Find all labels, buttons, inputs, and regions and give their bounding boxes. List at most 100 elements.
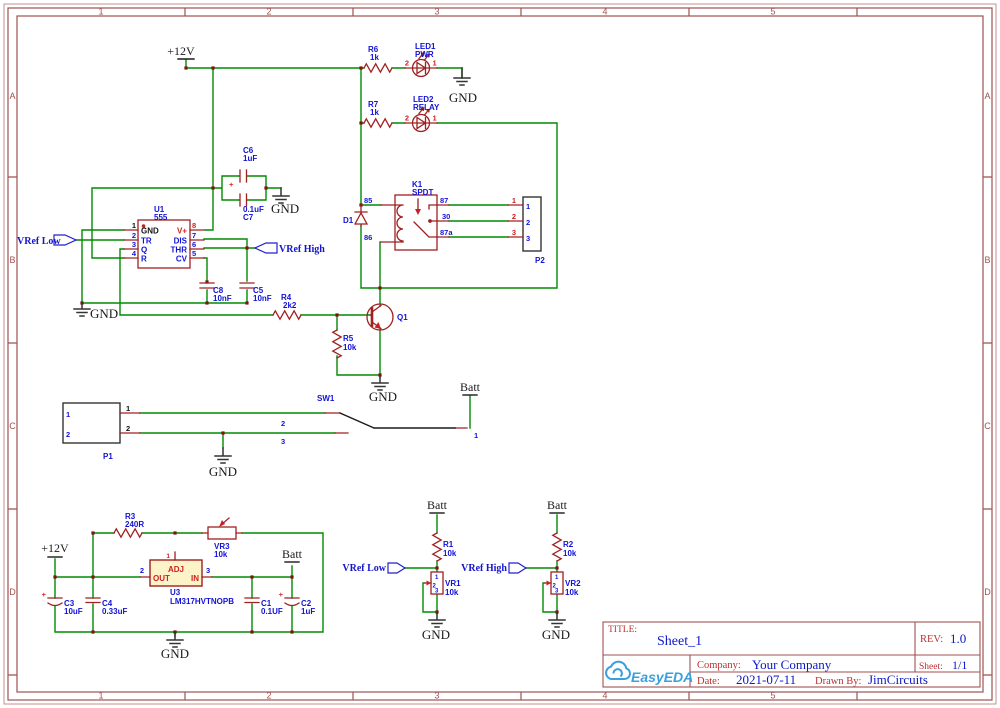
power-flag-batt-sw[interactable]: Batt [460,380,481,396]
component-c7[interactable]: 0.1uF C7 [239,193,264,222]
rev-value[interactable]: 1.0 [950,631,966,646]
ref-des: P2 [535,256,545,265]
pin-number: 2 [553,584,557,590]
component-u1-555[interactable]: U1 555 1 2 3 4 8 7 6 5 GND TR Q R V+ DIS… [123,205,205,269]
power-flag-batt-r2[interactable]: Batt [547,498,568,514]
sheet-frame: 1 2 3 4 5 1 2 3 4 5 A B C D A B C D [3,3,997,705]
component-r4[interactable]: R4 2k2 [272,293,302,321]
gnd-flag-vr1[interactable]: GND [422,611,450,642]
component-r7[interactable]: R7 1k [363,100,393,129]
component-d1[interactable]: D1 [343,204,369,227]
power-flag-label: +12V [167,44,195,58]
frame-row-label: B [9,255,15,265]
power-flag-batt-reg[interactable]: Batt [282,547,303,563]
pin-number: 7 [192,231,196,240]
ref-des: C8 [213,286,224,295]
pin-number: 1 [166,553,170,560]
gnd-flag-c7[interactable]: GND [271,187,299,216]
component-c4[interactable]: C4 0.33uF [85,597,127,616]
ref-des: R3 [125,512,136,521]
component-c6[interactable]: C6 1uF + [229,146,257,189]
pin-number: 1 [66,410,70,419]
net-label-vref-high-div[interactable]: VRef High [461,562,528,574]
component-p2[interactable]: 1 2 3 1 2 3 P2 [507,196,545,265]
component-sw1[interactable]: SW1 2 3 1 [281,394,478,446]
pin-name: V+ [177,227,187,236]
ref-des: SW1 [317,394,335,403]
component-c1[interactable]: C1 0.1UF [244,597,283,616]
component-led2[interactable]: LED2 RELAY 2 1 [404,95,440,133]
gnd-flag-vr2[interactable]: GND [542,611,570,642]
gnd-flag-p1[interactable]: GND [209,447,237,479]
component-q1-transistor[interactable]: Q1 [366,303,408,331]
sheet-value[interactable]: 1/1 [952,658,967,672]
ref-des: C3 [64,599,75,608]
easyeda-logo: EasyEDA [605,660,693,685]
pin-number: 2 [512,212,516,221]
emitter-arrow [374,322,381,329]
component-vr3[interactable]: VR3 10k [201,517,243,559]
frame-row-label: D [9,587,16,597]
wires[interactable] [54,59,558,637]
gnd-flag-reg[interactable]: GND [161,631,189,661]
pin-name: Q [141,246,147,255]
pin1-marker [141,224,146,228]
component-r5[interactable]: R5 10k [331,329,357,359]
pin-name: IN [191,574,199,583]
ref-des: C1 [261,599,272,608]
cloud-icon [605,660,631,681]
component-r1[interactable]: R1 10k [431,532,457,562]
gnd-flag-q1[interactable]: GND [369,376,397,404]
gnd-flag-led1[interactable]: GND [449,67,477,105]
net-label-vref-high-555[interactable]: VRef High [253,242,325,255]
junction-dots [53,66,559,634]
ref-des: C5 [253,286,264,295]
pin-number: 8 [192,221,196,230]
date-value[interactable]: 2021-07-11 [736,672,796,687]
value: 1k [370,53,379,62]
pin-number: 1 [132,221,136,230]
component-c8[interactable]: C8 10nF [199,282,232,303]
net-label-vref-low-div[interactable]: VRef Low [342,562,407,574]
gnd-flag-555[interactable]: GND [73,302,118,321]
component-c2[interactable]: + C2 1uF [279,590,316,616]
pin-name: DIS [174,237,188,246]
pin-name: GND [141,227,159,236]
power-flag-label: Batt [282,547,303,561]
component-c5[interactable]: C5 10nF [239,282,272,303]
component-r6[interactable]: R6 1k [363,45,393,74]
gnd-label: GND [542,627,570,642]
component-vr2[interactable]: 1 2 3 VR2 10k [544,571,581,597]
value: 0.1uF [243,205,264,214]
component-p1[interactable]: 1 2 1 2 P1 [62,402,141,461]
drawn-by-value[interactable]: JimCircuits [868,672,928,687]
frame-col-label: 1 [98,7,103,17]
component-c3[interactable]: + C3 10uF [42,590,83,616]
ref-des: VR1 [445,579,461,588]
sheet-title[interactable]: Sheet_1 [657,634,702,649]
value: 10k [565,588,579,597]
component-k1-relay[interactable]: K1 SPDT 85 86 87 30 87a [364,180,453,251]
pin-number: 3 [526,234,530,243]
value: 10k [445,588,459,597]
component-r3[interactable]: R3 240R [113,512,144,539]
frame-row-label: C [9,421,16,431]
net-label-vref-low-555[interactable]: VRef Low [17,234,78,247]
power-flag-12v-top[interactable]: +12V [167,44,195,60]
component-u3-lm317[interactable]: ADJ OUT IN 2 3 1 U3 LM317HVTNOPB [139,551,234,606]
wiper-arrow [426,580,431,586]
component-r2[interactable]: R2 10k [551,532,577,562]
power-flag-batt-r1[interactable]: Batt [427,498,448,514]
power-flag-12v-reg[interactable]: +12V [41,541,69,558]
net-label-text: VRef Low [17,236,61,247]
company-label: Company: [697,660,741,671]
component-led1[interactable]: LED1 PWR 2 1 [404,42,438,78]
frame-row-label: C [984,421,991,431]
frame-row-label: D [984,587,991,597]
frame-col-label: 5 [770,7,775,17]
component-vr1[interactable]: 1 2 3 VR1 10k [424,571,461,597]
company-value[interactable]: Your Company [752,657,832,672]
logo-text: EasyEDA [631,669,693,685]
